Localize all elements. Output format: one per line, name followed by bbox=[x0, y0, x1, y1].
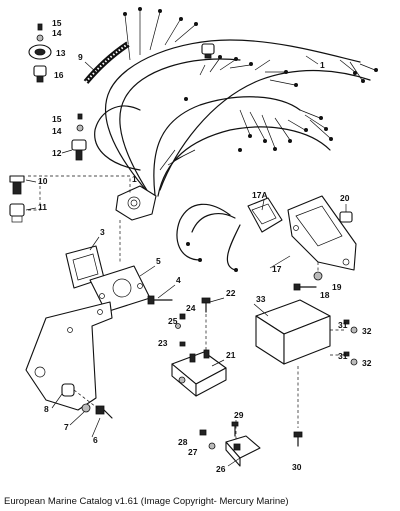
switch-16 bbox=[33, 65, 47, 83]
nut-23 bbox=[179, 341, 186, 347]
screw-31 bbox=[343, 319, 350, 325]
callout-8: 8 bbox=[44, 404, 49, 414]
callout-26: 26 bbox=[216, 464, 226, 474]
callout-33: 33 bbox=[256, 294, 266, 304]
callout-16: 16 bbox=[54, 70, 64, 80]
screw-24 bbox=[179, 313, 186, 320]
mounting-plate bbox=[25, 301, 113, 411]
screw-15 bbox=[37, 23, 43, 31]
washer-19 bbox=[313, 271, 323, 281]
callout-13: 13 bbox=[56, 48, 66, 58]
washer-14 bbox=[36, 34, 44, 42]
callout-labels: 1 1 3 4 5 6 7 8 9 10 11 12 13 14 15 16 1… bbox=[38, 18, 372, 474]
callout-29: 29 bbox=[234, 410, 244, 420]
harness-plug bbox=[201, 43, 215, 59]
wiring-harness-exploded-diagram: 1 1 3 4 5 6 7 8 9 10 11 12 13 14 15 16 1… bbox=[9, 7, 378, 474]
callout-10: 10 bbox=[38, 176, 48, 186]
washer-7 bbox=[81, 403, 91, 413]
washer-27 bbox=[208, 442, 216, 450]
callout-12: 12 bbox=[52, 148, 62, 158]
callout-15: 15 bbox=[52, 18, 62, 28]
washer-25 bbox=[175, 323, 181, 329]
screw-29 bbox=[231, 421, 239, 437]
conduit-sleeve-9 bbox=[83, 41, 130, 84]
callout-15b: 15 bbox=[52, 114, 62, 124]
callout-31b: 31 bbox=[338, 351, 348, 361]
callout-32b: 32 bbox=[362, 358, 372, 368]
bolt-4 bbox=[147, 295, 173, 305]
cover-33 bbox=[255, 299, 344, 365]
callout-17: 17 bbox=[272, 264, 282, 274]
solenoid-21 bbox=[171, 349, 227, 397]
callout-1b: 1 bbox=[132, 174, 137, 184]
callout-3: 3 bbox=[100, 227, 105, 237]
bracket-5 bbox=[89, 265, 151, 313]
callout-25: 25 bbox=[168, 316, 178, 326]
bolt-6 bbox=[95, 405, 113, 419]
callout-27: 27 bbox=[188, 447, 198, 457]
callout-22: 22 bbox=[226, 288, 236, 298]
terminal-block-26 bbox=[225, 435, 261, 467]
callout-7: 7 bbox=[64, 422, 69, 432]
screw-15b bbox=[77, 113, 83, 120]
callout-31: 31 bbox=[338, 320, 348, 330]
callout-18: 18 bbox=[320, 290, 330, 300]
nut-28 bbox=[199, 429, 207, 436]
screw-31b bbox=[343, 351, 350, 357]
callout-9: 9 bbox=[78, 52, 83, 62]
callout-28: 28 bbox=[178, 437, 188, 447]
callout-6: 6 bbox=[93, 435, 98, 445]
washer-32 bbox=[350, 326, 358, 334]
callout-14: 14 bbox=[52, 28, 62, 38]
fitting-11 bbox=[9, 203, 25, 223]
image-caption: European Marine Catalog v1.61 (Image Cop… bbox=[4, 496, 289, 507]
callout-4: 4 bbox=[176, 275, 181, 285]
module-17 bbox=[287, 195, 357, 271]
callout-24: 24 bbox=[186, 303, 196, 313]
wiring-harness bbox=[94, 7, 378, 221]
callout-23: 23 bbox=[158, 338, 168, 348]
screw-22 bbox=[201, 297, 211, 313]
callout-20: 20 bbox=[340, 193, 350, 203]
callout-1: 1 bbox=[320, 60, 325, 70]
washer-14b bbox=[76, 124, 84, 132]
grommet-20 bbox=[339, 211, 353, 223]
callout-11: 11 bbox=[38, 202, 47, 212]
callout-21: 21 bbox=[226, 350, 236, 360]
callout-17A: 17A bbox=[252, 190, 268, 200]
washer-32b bbox=[350, 358, 358, 366]
callout-19: 19 bbox=[332, 282, 342, 292]
screw-30 bbox=[293, 431, 303, 447]
leader-lines bbox=[25, 61, 347, 467]
spacer-8 bbox=[61, 383, 75, 397]
sender-assembly-13 bbox=[28, 44, 52, 60]
sender-10 bbox=[9, 175, 25, 195]
connector-17A bbox=[176, 197, 283, 272]
callout-30: 30 bbox=[292, 462, 302, 472]
callout-32: 32 bbox=[362, 326, 372, 336]
bolt-18 bbox=[293, 283, 317, 291]
callout-5: 5 bbox=[156, 256, 161, 266]
temperature-sender-12 bbox=[71, 139, 87, 161]
callout-14b: 14 bbox=[52, 126, 62, 136]
